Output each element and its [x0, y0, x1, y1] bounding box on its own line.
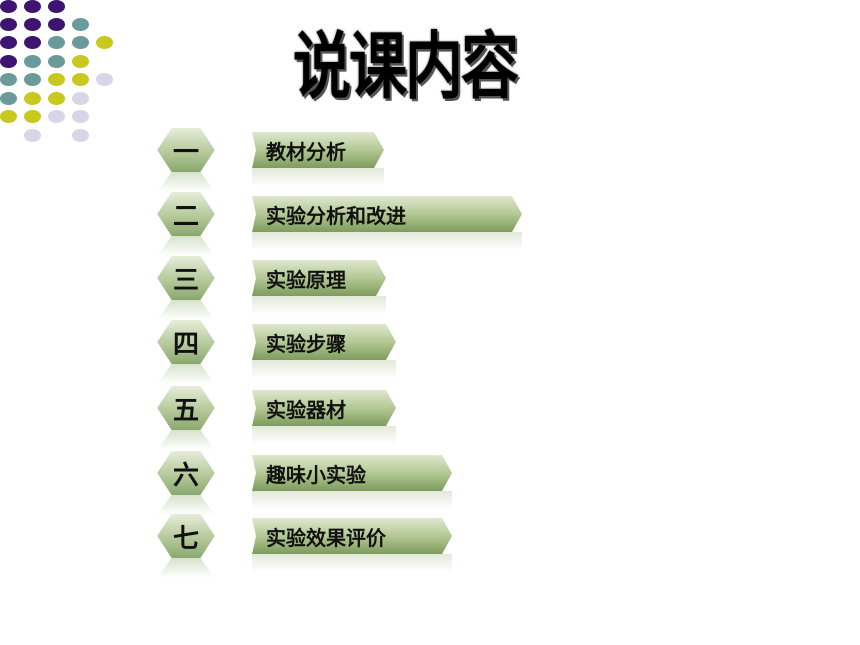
- toc-item-2[interactable]: 二 实验分析和改进: [150, 192, 530, 256]
- decorative-dot: [48, 18, 65, 31]
- label-reflection: [252, 426, 396, 444]
- decorative-dot: [48, 36, 65, 49]
- decorative-dot: [48, 0, 65, 13]
- decorative-dot: [48, 92, 65, 105]
- toc-label[interactable]: 实验原理: [252, 260, 386, 296]
- decorative-dot: [72, 18, 89, 31]
- page-title: 说课内容: [292, 23, 519, 109]
- decorative-dot: [96, 73, 113, 86]
- decorative-dot: [72, 92, 89, 105]
- toc-label[interactable]: 教材分析: [252, 132, 384, 168]
- decorative-dot: [24, 129, 41, 142]
- toc-number: 四: [172, 329, 199, 360]
- decorative-dot: [24, 0, 41, 13]
- toc-item-7[interactable]: 七 实验效果评价: [150, 514, 530, 578]
- toc-number: 二: [172, 201, 199, 232]
- dot-grid-decoration: [0, 0, 120, 150]
- decorative-dot: [24, 92, 41, 105]
- decorative-dot: [72, 36, 89, 49]
- label-reflection: [252, 554, 452, 572]
- decorative-dot: [24, 18, 41, 31]
- decorative-dot: [0, 55, 17, 68]
- hexagon-marker-icon: [157, 386, 215, 430]
- toc-item-6[interactable]: 六 趣味小实验: [150, 451, 530, 515]
- label-reflection: [252, 296, 386, 314]
- toc-label[interactable]: 趣味小实验: [252, 455, 452, 491]
- decorative-dot: [72, 73, 89, 86]
- toc-label[interactable]: 实验效果评价: [252, 518, 452, 554]
- marker-reflection: [157, 300, 215, 320]
- toc-item-4[interactable]: 四 实验步骤: [150, 320, 530, 384]
- marker-reflection: [157, 495, 215, 515]
- toc-number: 七: [172, 523, 199, 554]
- label-reflection: [252, 168, 384, 186]
- toc-number: 三: [172, 265, 199, 296]
- decorative-dot: [96, 36, 113, 49]
- toc-item-5[interactable]: 五 实验器材: [150, 386, 530, 450]
- decorative-dot: [72, 55, 89, 68]
- decorative-dot: [0, 92, 17, 105]
- toc-label[interactable]: 实验步骤: [252, 324, 396, 360]
- hexagon-marker-icon: [157, 320, 215, 364]
- decorative-dot: [48, 73, 65, 86]
- marker-reflection: [157, 172, 215, 192]
- hexagon-marker-icon: [157, 256, 215, 300]
- decorative-dot: [24, 110, 41, 123]
- decorative-dot: [0, 36, 17, 49]
- decorative-dot: [48, 55, 65, 68]
- toc-number: 六: [172, 460, 199, 491]
- toc-number: 一: [172, 137, 199, 168]
- decorative-dot: [48, 110, 65, 123]
- marker-reflection: [157, 364, 215, 384]
- toc-label[interactable]: 实验器材: [252, 390, 396, 426]
- decorative-dot: [72, 129, 89, 142]
- marker-reflection: [157, 236, 215, 256]
- decorative-dot: [0, 73, 17, 86]
- hexagon-marker-icon: [157, 451, 215, 495]
- decorative-dot: [0, 18, 17, 31]
- decorative-dot: [0, 0, 17, 13]
- decorative-dot: [72, 110, 89, 123]
- decorative-dot: [24, 36, 41, 49]
- decorative-dot: [24, 73, 41, 86]
- marker-reflection: [157, 558, 215, 578]
- toc-item-1[interactable]: 一 教材分析: [150, 128, 530, 192]
- toc-number: 五: [172, 395, 199, 426]
- toc-item-3[interactable]: 三 实验原理: [150, 256, 530, 320]
- toc-label[interactable]: 实验分析和改进: [252, 196, 522, 232]
- label-reflection: [252, 232, 522, 250]
- label-reflection: [252, 360, 396, 378]
- label-reflection: [252, 491, 452, 509]
- decorative-dot: [24, 55, 41, 68]
- marker-reflection: [157, 430, 215, 450]
- decorative-dot: [0, 110, 17, 123]
